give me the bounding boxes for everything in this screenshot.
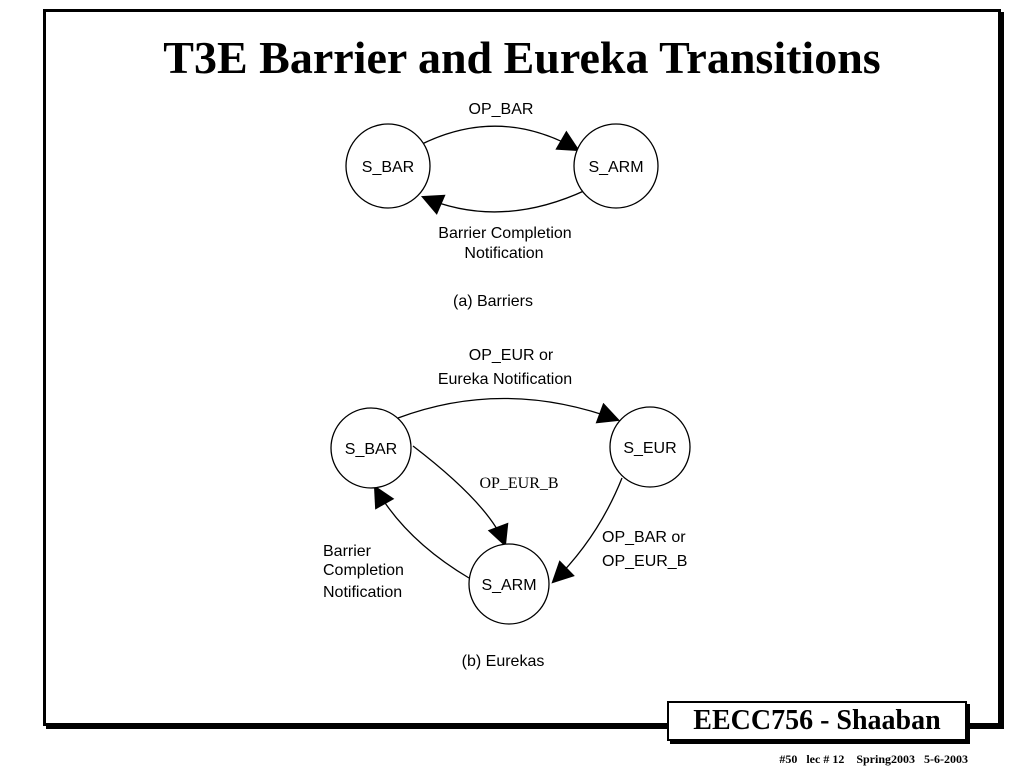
slide-title: T3E Barrier and Eureka Transitions	[163, 32, 881, 83]
course-badge-text: EECC756 - Shaaban	[693, 705, 941, 736]
op-bar-or-op-eur-b-transition-arrow	[551, 477, 623, 584]
barriers-caption: (a) Barriers	[453, 293, 533, 310]
s-bar-state-label: S_BAR	[362, 159, 414, 176]
s-bar-state-label-b: S_BAR	[345, 441, 397, 458]
op-bar-or-edge-label-line1: OP_BAR or	[602, 529, 686, 546]
s-arm-state-node-b	[468, 543, 550, 625]
slide-footer: #50 lec # 12 Spring2003 5-6-2003	[779, 752, 968, 766]
barrier-completion-transition-arrow	[420, 189, 587, 215]
op-bar-transition-arrow	[419, 125, 580, 152]
op-eur-b-edge-label: OP_EUR_B	[479, 475, 558, 492]
s-arm-state-node	[573, 123, 659, 209]
barrier-completion-b-edge-label-line1: Barrier	[323, 543, 372, 560]
s-arm-state-label: S_ARM	[588, 159, 643, 176]
course-badge: EECC756 - Shaaban	[667, 701, 967, 741]
barrier-completion-edge-label-line2: Notification	[464, 245, 543, 262]
op-eur-edge-label-line1: OP_EUR or	[469, 347, 554, 364]
s-bar-state-node	[345, 123, 431, 209]
barriers-diagram: S_BAR S_ARM OP_BAR Barrier Completion No…	[345, 101, 659, 310]
barrier-completion-b-transition-arrow	[373, 485, 470, 579]
op-eur-b-transition-arrow	[412, 445, 509, 548]
op-eur-transition-arrow	[397, 397, 621, 424]
eurekas-diagram: S_BAR S_EUR S_ARM OP_EUR or Eureka Notif…	[323, 347, 691, 670]
barrier-completion-b-edge-label-line2: Completion	[323, 562, 404, 579]
barrier-completion-edge-label-line1: Barrier Completion	[438, 225, 571, 242]
barrier-completion-b-edge-label-line3: Notification	[323, 584, 402, 601]
s-arm-state-label-b: S_ARM	[481, 577, 536, 594]
s-eur-state-node	[609, 406, 691, 488]
op-bar-or-edge-label-line2: OP_EUR_B	[602, 553, 687, 570]
s-bar-state-node-b	[330, 407, 412, 489]
s-eur-state-label: S_EUR	[623, 440, 676, 457]
op-eur-edge-label-line2: Eureka Notification	[438, 371, 572, 388]
eurekas-caption: (b) Eurekas	[462, 653, 545, 670]
op-bar-edge-label: OP_BAR	[469, 101, 534, 118]
